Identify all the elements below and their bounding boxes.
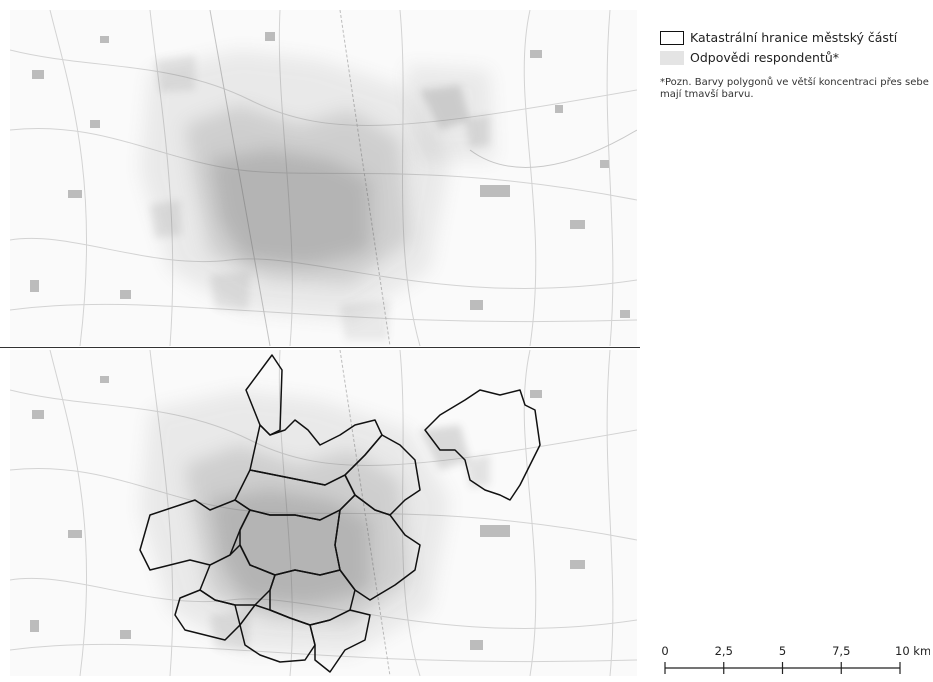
- basemap-settlements: [30, 376, 585, 650]
- map-boundaries-svg: [10, 350, 637, 676]
- map-responses: [10, 10, 637, 346]
- map-responses-svg: [10, 10, 637, 346]
- response-polygons: [140, 50, 495, 340]
- legend-responses-label: Odpovědi respondentů*: [690, 50, 840, 65]
- panel-divider: [0, 347, 640, 348]
- boundary-swatch: [660, 30, 684, 45]
- responses-swatch: [660, 50, 684, 65]
- legend: Katastrální hranice městský částí Odpově…: [660, 30, 929, 101]
- response-polygons: [140, 390, 490, 655]
- legend-item-boundary: Katastrální hranice městský částí: [660, 30, 928, 45]
- scale-tick-10-km: 10 km: [895, 644, 930, 658]
- scale-bar-ticks: [664, 662, 901, 674]
- basemap-settlements: [30, 32, 630, 318]
- scale-tick-5: 5: [779, 644, 786, 658]
- cadastral-boundaries: [139, 354, 541, 673]
- map-responses-with-boundaries: [10, 350, 637, 676]
- scale-bar: 0 2,5 5 7,5 10 km: [661, 644, 930, 674]
- scale-tick-2-5: 2,5: [715, 644, 733, 658]
- scale-tick-0: 0: [661, 644, 668, 658]
- legend-note: *Pozn. Barvy polygonů ve větší koncentra…: [660, 77, 929, 100]
- scale-tick-7-5: 7,5: [832, 644, 850, 658]
- legend-item-responses: Odpovědi respondentů*: [660, 50, 928, 65]
- legend-boundary-label: Katastrální hranice městský částí: [690, 30, 898, 45]
